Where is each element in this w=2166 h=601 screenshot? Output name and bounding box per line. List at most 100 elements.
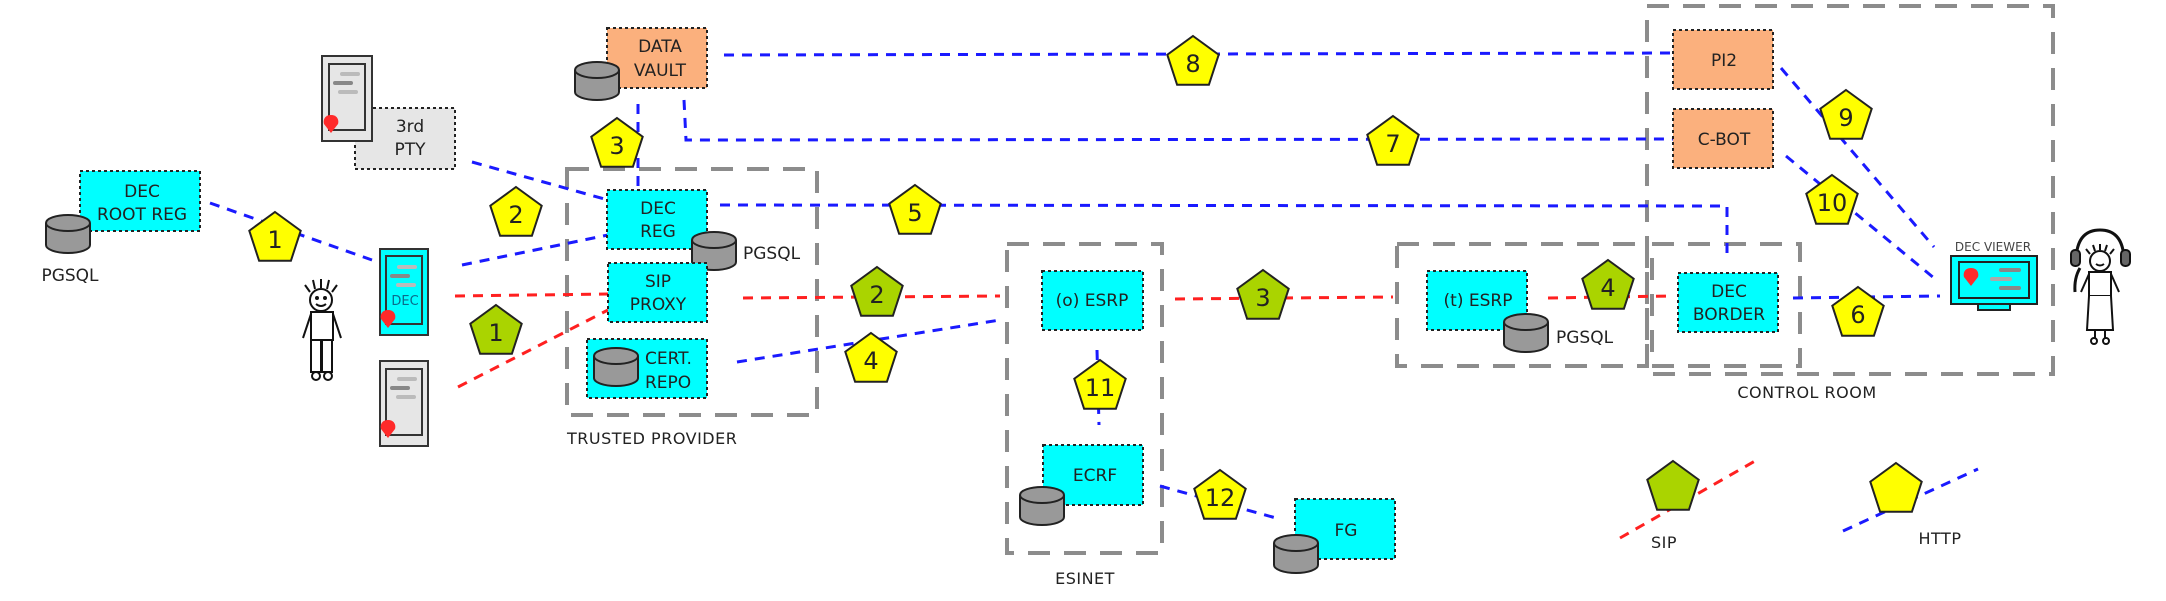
legend-sip-marker bbox=[1646, 459, 1700, 511]
legend-http-pentagon bbox=[1869, 461, 1923, 513]
node-fg[interactable]: FG bbox=[1294, 498, 1396, 560]
legend-http-pentagon-shape bbox=[1869, 461, 1923, 513]
legend: SIP HTTP bbox=[1619, 459, 1979, 552]
dec-viewer-monitor[interactable]: DEC VIEWER bbox=[1950, 240, 2038, 311]
node-label: CERT. bbox=[645, 349, 692, 369]
http-marker-1-label: 1 bbox=[267, 226, 282, 254]
node-sip-proxy[interactable]: SIP PROXY bbox=[607, 262, 708, 323]
http-link-2b bbox=[461, 233, 609, 267]
http-marker-3: 3 bbox=[590, 116, 644, 168]
http-marker-5-shape bbox=[888, 183, 942, 235]
node-o-esrp[interactable]: (o) ESRP bbox=[1041, 270, 1144, 331]
http-marker-9-shape bbox=[1819, 88, 1873, 140]
http-marker-7-label: 7 bbox=[1385, 130, 1400, 158]
http-link-7 bbox=[682, 99, 1674, 142]
node-data-vault[interactable]: DATA VAULT bbox=[606, 27, 708, 89]
node-label: FG bbox=[1335, 521, 1358, 541]
node-label: BORDER bbox=[1693, 305, 1765, 325]
dec-phone-label: DEC bbox=[391, 294, 418, 309]
node-label: ECRF bbox=[1073, 466, 1117, 486]
http-link-5 bbox=[719, 203, 1729, 258]
http-marker-8: 8 bbox=[1166, 34, 1220, 86]
http-marker-4: 4 bbox=[844, 331, 898, 383]
zone-t-esrp bbox=[1395, 242, 1649, 368]
dec-phone-device[interactable]: DEC bbox=[379, 248, 429, 336]
http-marker-7-shape bbox=[1366, 114, 1420, 166]
sip-marker-1: 1 bbox=[469, 303, 523, 355]
http-marker-4-shape bbox=[844, 331, 898, 383]
http-marker-2-label: 2 bbox=[508, 201, 523, 229]
node-label: PROXY bbox=[630, 295, 687, 315]
legend-http-marker bbox=[1869, 461, 1923, 513]
zone-label-esinet: ESINET bbox=[1055, 569, 1115, 588]
db-label-dec-reg: PGSQL bbox=[743, 244, 801, 264]
zone-label-trusted-provider: TRUSTED PROVIDER bbox=[566, 429, 737, 448]
sip-marker-2-shape bbox=[850, 265, 904, 317]
node-label: VAULT bbox=[634, 61, 687, 81]
http-marker-11-label: 11 bbox=[1085, 374, 1116, 402]
node-c-bot[interactable]: C-BOT bbox=[1672, 108, 1774, 169]
http-marker-10: 10 bbox=[1805, 173, 1859, 225]
zone-trusted-provider: TRUSTED PROVIDER bbox=[565, 167, 819, 448]
node-label: REG bbox=[640, 222, 676, 242]
http-marker-6-label: 6 bbox=[1850, 301, 1865, 329]
sip-marker-3-label: 3 bbox=[1255, 284, 1270, 312]
http-marker-9-label: 9 bbox=[1838, 104, 1853, 132]
zone-label-control-room: CONTROL ROOM bbox=[1737, 383, 1876, 402]
node-label: C-BOT bbox=[1698, 130, 1751, 150]
http-marker-2-shape bbox=[489, 185, 543, 237]
http-marker-1-shape bbox=[248, 210, 302, 262]
sip-marker-1-shape bbox=[469, 303, 523, 355]
caller-person-icon bbox=[302, 279, 342, 381]
http-marker-2: 2 bbox=[489, 185, 543, 237]
http-marker-11: 11 bbox=[1073, 358, 1127, 410]
phone-device[interactable] bbox=[379, 360, 429, 447]
dec-viewer-label: DEC VIEWER bbox=[1955, 240, 2031, 254]
http-marker-5: 5 bbox=[888, 183, 942, 235]
node-label: DEC bbox=[1711, 282, 1747, 302]
node-dec-reg[interactable]: DEC REG bbox=[606, 189, 708, 250]
node-label: ROOT REG bbox=[97, 205, 187, 225]
node-pi2[interactable]: PI2 bbox=[1672, 29, 1774, 90]
sip-marker-1-label: 1 bbox=[488, 319, 503, 347]
node-label: DEC bbox=[640, 199, 676, 219]
http-marker-12: 12 bbox=[1193, 468, 1247, 520]
node-cert-repo[interactable]: CERT. REPO bbox=[586, 338, 708, 399]
http-marker-8-shape bbox=[1166, 34, 1220, 86]
database-icon bbox=[1019, 486, 1065, 526]
http-marker-4-label: 4 bbox=[863, 347, 878, 375]
http-marker-12-shape bbox=[1193, 468, 1247, 520]
http-marker-6-shape bbox=[1831, 285, 1885, 337]
db-label-root-reg: PGSQL bbox=[41, 266, 99, 286]
http-marker-12-label: 12 bbox=[1205, 484, 1236, 512]
legend-http-label: HTTP bbox=[1919, 529, 1962, 548]
sip-marker-2: 2 bbox=[850, 265, 904, 317]
zone-esinet: ESINET bbox=[1005, 242, 1164, 588]
node-label: (o) ESRP bbox=[1056, 291, 1129, 311]
sip-marker-2-label: 2 bbox=[869, 281, 884, 309]
http-marker-6: 6 bbox=[1831, 285, 1885, 337]
sip-marker-4-label: 4 bbox=[1600, 274, 1615, 302]
operator-person-icon bbox=[2070, 228, 2131, 345]
sip-marker-4: 4 bbox=[1581, 258, 1635, 310]
http-link-10 bbox=[1785, 154, 1935, 280]
http-link-2a bbox=[471, 160, 609, 202]
node-label: 3rd bbox=[396, 117, 424, 137]
database-icon bbox=[593, 347, 639, 387]
http-marker-7: 7 bbox=[1366, 114, 1420, 166]
http-marker-8-label: 8 bbox=[1185, 50, 1200, 78]
legend-sip-pentagon bbox=[1646, 459, 1700, 511]
database-icon bbox=[1503, 313, 1549, 353]
http-marker-3-label: 3 bbox=[609, 132, 624, 160]
node-label: PTY bbox=[394, 140, 426, 160]
legend-sip-pentagon-shape bbox=[1646, 459, 1700, 511]
node-label: (t) ESRP bbox=[1444, 291, 1513, 311]
node-dec-border[interactable]: DEC BORDER bbox=[1677, 272, 1779, 333]
http-marker-1: 1 bbox=[248, 210, 302, 262]
http-marker-3-shape bbox=[590, 116, 644, 168]
http-marker-10-label: 10 bbox=[1817, 189, 1848, 217]
node-dec-root-reg[interactable]: DEC ROOT REG bbox=[79, 170, 201, 232]
node-label: DEC bbox=[124, 182, 160, 202]
